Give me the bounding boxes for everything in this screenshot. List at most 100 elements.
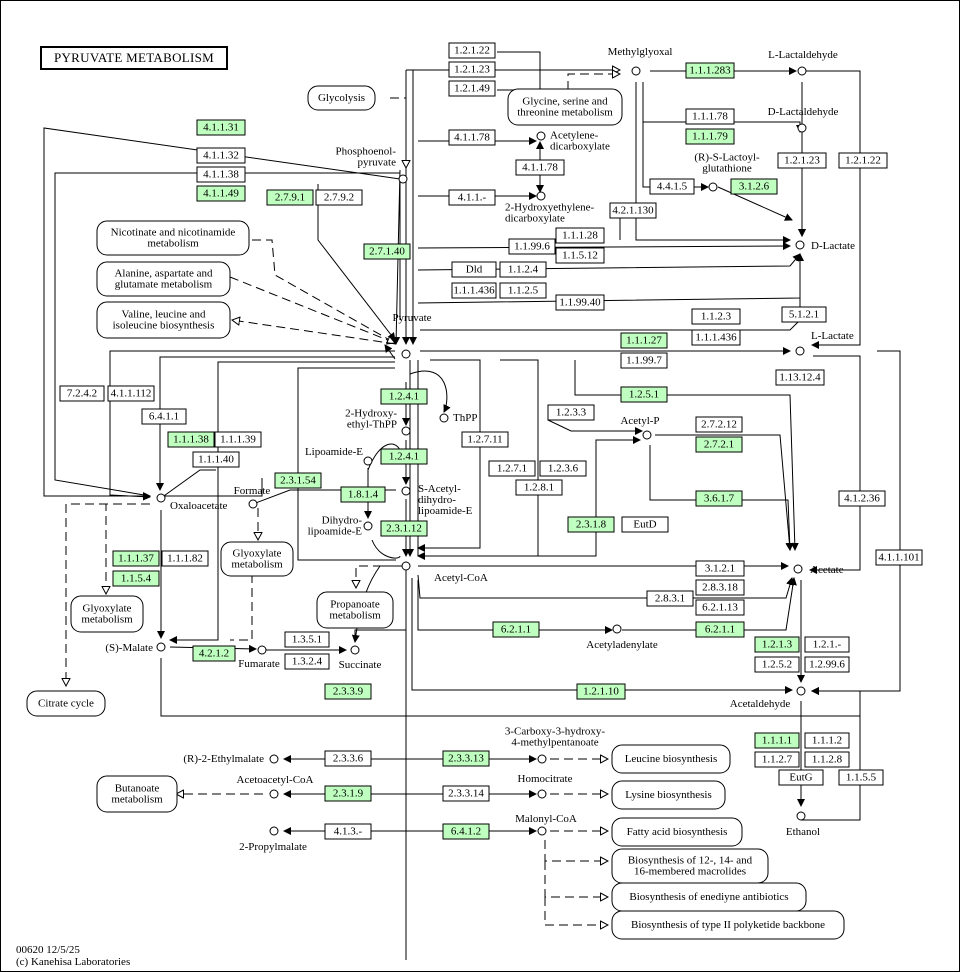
enzyme-box[interactable] <box>620 386 668 403</box>
compound-node[interactable] <box>350 645 360 655</box>
compound-node[interactable] <box>401 426 411 436</box>
enzyme-1-1-2-7[interactable]: 1.1.2.7 <box>754 751 800 768</box>
compound-node[interactable] <box>796 686 806 696</box>
enzyme-box[interactable] <box>196 166 246 183</box>
enzyme-box[interactable] <box>620 352 668 369</box>
enzyme-1-1-99-6[interactable]: 1.1.99.6 <box>508 238 556 255</box>
enzyme-1-1-1-78[interactable]: 1.1.1.78 <box>685 108 735 125</box>
map-box[interactable] <box>96 261 231 297</box>
enzyme-2-3-3-9[interactable]: 2.3.3.9 <box>324 683 372 700</box>
enzyme-4-1-1-112[interactable]: 4.1.1.112 <box>107 385 155 402</box>
enzyme-4-1-1--x[interactable]: 4.1.1.- <box>448 189 496 206</box>
compound-acetylcoa[interactable]: Acetyl-CoA <box>401 561 488 584</box>
enzyme-box[interactable] <box>649 178 695 195</box>
map-box[interactable] <box>507 88 623 126</box>
enzyme-box[interactable] <box>324 823 372 840</box>
enzyme-box[interactable] <box>492 621 540 638</box>
enzyme-box[interactable] <box>448 42 496 59</box>
enzyme-1-1-1-37[interactable]: 1.1.1.37 <box>112 550 160 567</box>
enzyme-6-2-1-1[interactable]: 6.2.1.1 <box>492 621 540 638</box>
map-link-glycolysis[interactable]: Glycolysis <box>307 85 376 111</box>
enzyme-box[interactable] <box>340 486 386 503</box>
enzyme-box[interactable] <box>754 636 800 653</box>
enzyme-1-2-1-23[interactable]: 1.2.1.23 <box>448 61 496 78</box>
enzyme-box[interactable] <box>539 460 587 477</box>
compound-node[interactable] <box>612 624 622 634</box>
enzyme-1-1-1-27[interactable]: 1.1.1.27 <box>620 332 668 349</box>
enzyme-7-2-4-2[interactable]: 7.2.4.2 <box>59 385 105 402</box>
enzyme-box[interactable] <box>448 80 496 97</box>
enzyme-box[interactable] <box>324 683 372 700</box>
enzyme-box[interactable] <box>508 238 556 255</box>
map-box[interactable] <box>96 301 231 339</box>
enzyme-1-2-1-3[interactable]: 1.2.1.3 <box>754 636 800 653</box>
enzyme-box[interactable] <box>838 490 886 507</box>
enzyme-1-2-99-6[interactable]: 1.2.99.6 <box>804 656 850 673</box>
enzyme-6-4-1-1[interactable]: 6.4.1.1 <box>141 408 187 425</box>
map-link-polyketide[interactable]: Biosynthesis of type II polyketide backb… <box>611 910 845 940</box>
enzyme-box[interactable] <box>695 560 745 577</box>
enzyme-1-1-5-12[interactable]: 1.1.5.12 <box>555 247 605 264</box>
enzyme-1-1-1-82[interactable]: 1.1.1.82 <box>161 550 209 567</box>
enzyme-4-2-1-130[interactable]: 4.2.1.130 <box>609 202 657 219</box>
compound-fumarate[interactable]: Fumarate <box>238 645 280 670</box>
enzyme-1-1-99-7[interactable]: 1.1.99.7 <box>620 352 668 369</box>
compound-sacetyl[interactable]: S-Acetyl-dihydro-lipoamide-E <box>401 483 473 517</box>
enzyme-box[interactable] <box>112 550 160 567</box>
enzyme-4-1-1-78[interactable]: 4.1.1.78 <box>515 159 565 176</box>
enzyme-box[interactable] <box>192 645 236 662</box>
compound-node[interactable] <box>156 493 166 503</box>
enzyme-box[interactable] <box>380 388 428 405</box>
map-box[interactable] <box>611 780 726 810</box>
compound-acetate[interactable]: Acetate <box>793 564 844 576</box>
enzyme-box[interactable] <box>515 159 565 176</box>
enzyme-4-1-3--x[interactable]: 4.1.3.- <box>324 823 372 840</box>
enzyme-1-2-1-23[interactable]: 1.2.1.23 <box>777 152 827 169</box>
enzyme-box[interactable] <box>214 431 262 448</box>
enzyme-box[interactable] <box>695 621 745 638</box>
enzyme-1-3-5-1[interactable]: 1.3.5.1 <box>284 631 330 648</box>
enzyme-box[interactable] <box>555 247 605 264</box>
enzyme-2-7-9-1[interactable]: 2.7.9.1 <box>266 189 314 206</box>
enzyme-2-3-1-9[interactable]: 2.3.1.9 <box>324 785 372 802</box>
enzyme-box[interactable] <box>804 732 850 749</box>
enzyme-box[interactable] <box>141 408 187 425</box>
enzyme-1-1-1-79[interactable]: 1.1.1.79 <box>685 128 735 145</box>
enzyme-6-2-1-13[interactable]: 6.2.1.13 <box>695 599 745 616</box>
compound-node[interactable] <box>363 521 373 531</box>
enzyme-box[interactable] <box>448 61 496 78</box>
compound-node[interactable] <box>631 66 641 76</box>
compound-llactaldehyde[interactable]: L-Lactaldehyde <box>768 49 838 76</box>
map-link-citrate[interactable]: Citrate cycle <box>26 690 106 717</box>
enzyme-box[interactable] <box>196 147 246 164</box>
enzyme-box[interactable] <box>107 385 155 402</box>
enzyme-1-2-1-22[interactable]: 1.2.1.22 <box>838 152 888 169</box>
enzyme-2-3-3-13[interactable]: 2.3.3.13 <box>442 750 490 767</box>
enzyme-box[interactable] <box>685 108 735 125</box>
enzyme-box[interactable] <box>555 227 605 244</box>
enzyme-box[interactable] <box>315 189 363 206</box>
enzyme-1-1-2-4[interactable]: 1.1.2.4 <box>499 261 547 278</box>
enzyme-1-1-1-436[interactable]: 1.1.1.436 <box>691 329 741 346</box>
enzyme-box[interactable] <box>284 653 330 670</box>
compound-node[interactable] <box>537 754 547 764</box>
enzyme-2-3-1-12[interactable]: 2.3.1.12 <box>380 520 428 537</box>
enzyme-box[interactable] <box>442 750 490 767</box>
enzyme-EutG[interactable]: EutG <box>778 769 824 786</box>
compound-propylmalate[interactable]: 2-Propylmalate <box>239 826 307 853</box>
enzyme-box[interactable] <box>451 282 497 299</box>
enzyme-2-7-2-12[interactable]: 2.7.2.12 <box>695 416 743 433</box>
compound-node[interactable] <box>793 564 803 574</box>
compound-hydroxyethylene[interactable]: 2-Hydroxyethylene-dicarboxylate <box>505 191 595 224</box>
compound-pep[interactable]: Phosphoenol-pyruvate <box>336 145 408 184</box>
enzyme-1-2-5-2[interactable]: 1.2.5.2 <box>754 656 800 673</box>
enzyme-1-1-99-40[interactable]: 1.1.99.40 <box>555 294 605 311</box>
map-link-lysine[interactable]: Lysine biosynthesis <box>611 780 726 810</box>
enzyme-box[interactable] <box>161 550 209 567</box>
compound-node[interactable] <box>796 811 806 821</box>
